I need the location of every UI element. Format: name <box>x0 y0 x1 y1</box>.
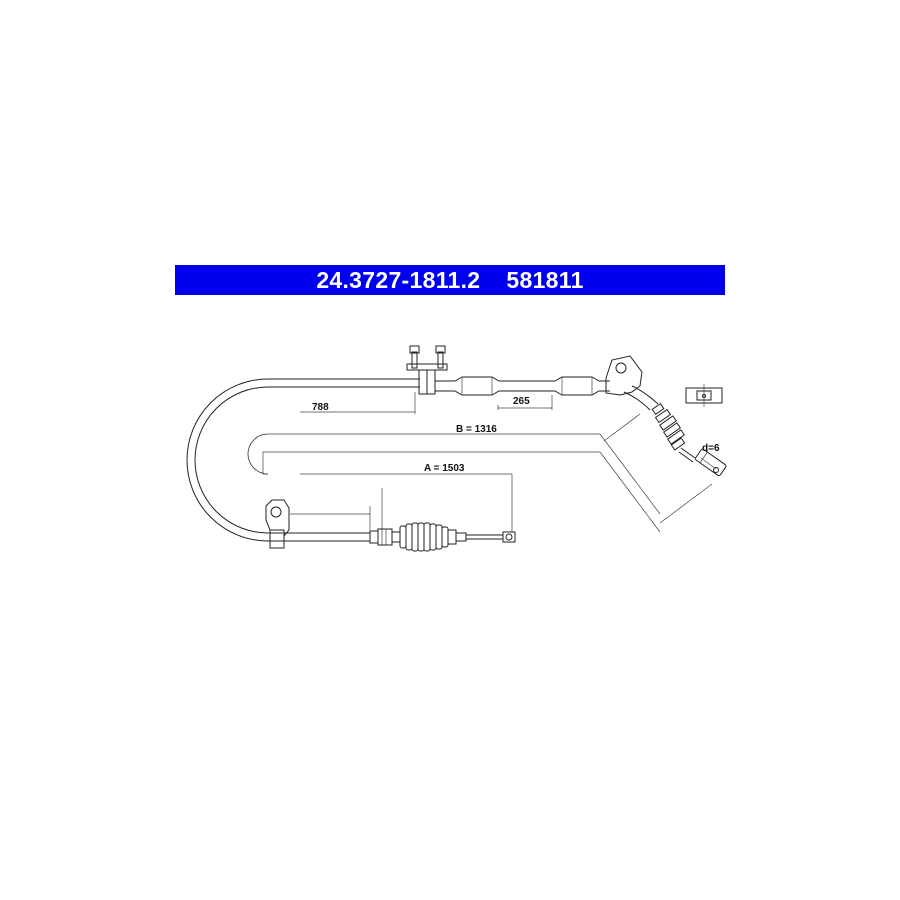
lower-left-bracket <box>265 499 290 549</box>
lower-inner-wire <box>466 531 516 543</box>
dimension-265 <box>497 395 553 410</box>
label-B: B = 1316 <box>456 424 497 435</box>
label-d: d=6 <box>702 443 720 454</box>
mounting-bracket <box>406 345 448 395</box>
end-fitting-detail <box>685 384 723 407</box>
lower-bellows-boot <box>391 522 467 552</box>
right-cable-end-fitting <box>694 448 727 477</box>
title-bar: 24.3727-1811.2 581811 <box>175 265 725 295</box>
part-number: 24.3727-1811.2 <box>316 266 481 293</box>
dimension-A <box>290 473 513 532</box>
dimension-B-leaders <box>603 413 713 524</box>
label-788: 788 <box>312 402 329 413</box>
right-end-bracket <box>605 355 659 411</box>
upper-sleeve-assembly <box>435 376 610 396</box>
dimension-788 <box>300 392 416 414</box>
label-265: 265 <box>513 396 530 407</box>
reference-number: 581811 <box>506 266 584 293</box>
right-bellows-boot <box>651 402 696 463</box>
lower-cable-section <box>284 528 393 546</box>
label-A: A = 1503 <box>424 463 465 474</box>
outer-cable <box>186 378 420 542</box>
inner-dimension-loop <box>247 433 661 533</box>
